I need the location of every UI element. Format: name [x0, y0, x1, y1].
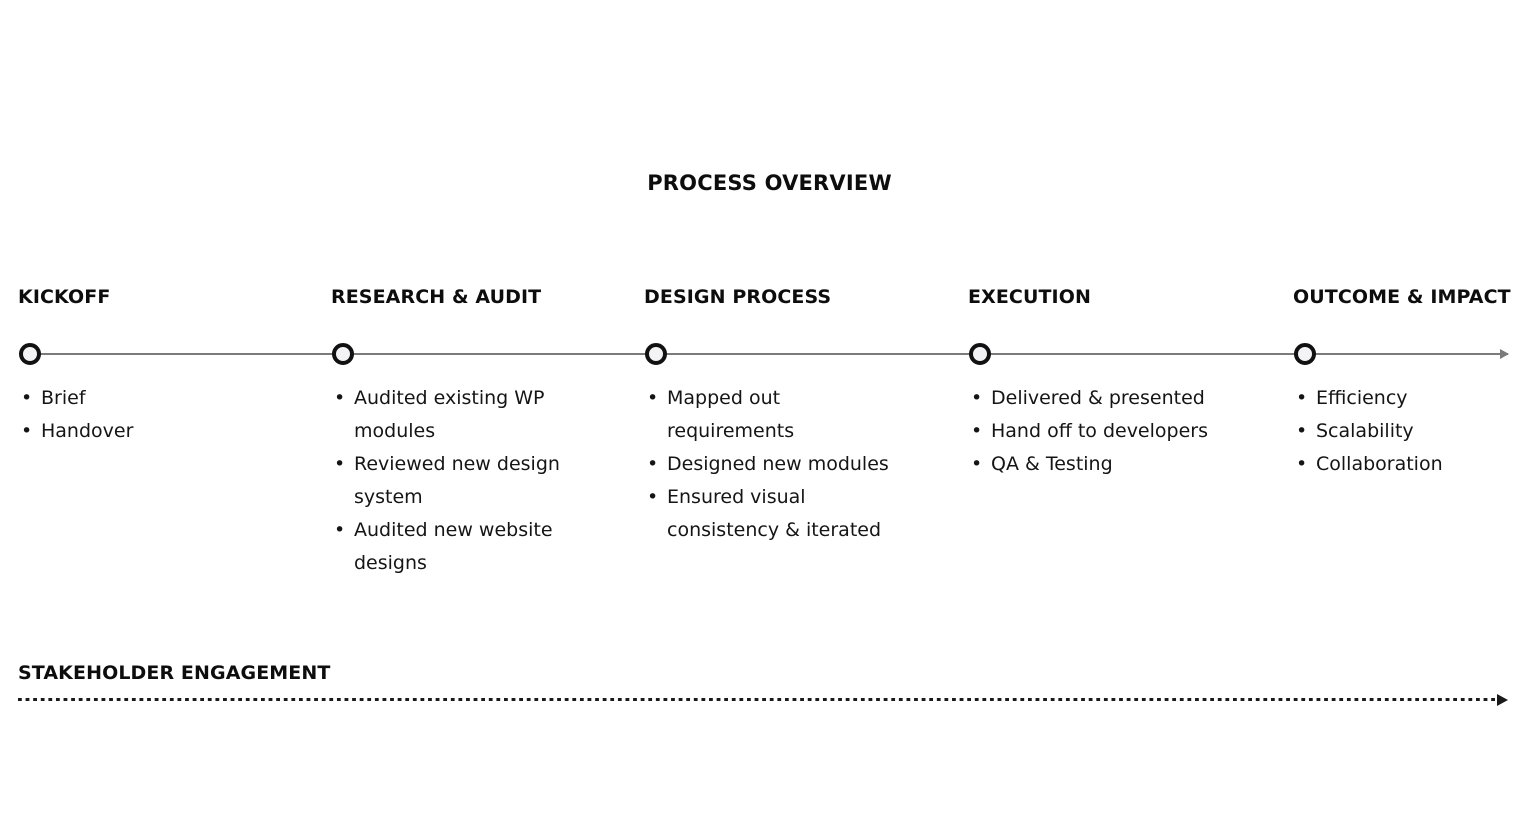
stage-bullet-list: EfficiencyScalabilityCollaboration: [1293, 382, 1513, 481]
timeline-node-marker[interactable]: [1294, 343, 1316, 365]
process-timeline: KICKOFF BriefHandover RESEARCH & AUDIT Audi…: [0, 286, 1539, 586]
stage-bullet-list: Delivered & presentedHand off to develop…: [968, 382, 1248, 481]
stakeholder-engagement-label: STAKEHOLDER ENGAGEMENT: [18, 662, 331, 684]
timeline-node-marker[interactable]: [969, 343, 991, 365]
list-item: Ensured visual consistency & iterated: [644, 481, 904, 547]
stage-bullet-list: Mapped out requirementsDesigned new modu…: [644, 382, 904, 547]
list-item: Hand off to developers: [968, 415, 1248, 448]
list-item: Mapped out requirements: [644, 382, 904, 448]
list-item: Scalability: [1293, 415, 1513, 448]
stakeholder-engagement-track: [18, 694, 1508, 706]
stage-title: RESEARCH & AUDIT: [331, 286, 542, 308]
list-item: Audited new website designs: [331, 514, 581, 580]
timeline-node-marker[interactable]: [645, 343, 667, 365]
list-item: Brief: [18, 382, 318, 415]
stage-title: EXECUTION: [968, 286, 1091, 308]
stage-bullet-list: BriefHandover: [18, 382, 318, 448]
dotted-line: [18, 698, 1497, 701]
arrow-right-icon: [1500, 349, 1509, 359]
timeline-node-marker[interactable]: [332, 343, 354, 365]
stage-bullet-list: Audited existing WP modulesReviewed new …: [331, 382, 581, 580]
list-item: Audited existing WP modules: [331, 382, 581, 448]
arrow-right-icon: [1497, 694, 1508, 706]
page-title: PROCESS OVERVIEW: [647, 171, 892, 195]
timeline-node-marker[interactable]: [19, 343, 41, 365]
list-item: Efficiency: [1293, 382, 1513, 415]
list-item: Collaboration: [1293, 448, 1513, 481]
list-item: Handover: [18, 415, 318, 448]
stage-title: DESIGN PROCESS: [644, 286, 832, 308]
list-item: QA & Testing: [968, 448, 1248, 481]
stage-title: KICKOFF: [18, 286, 111, 308]
stage-title: OUTCOME & IMPACT: [1293, 286, 1511, 308]
list-item: Reviewed new design system: [331, 448, 581, 514]
stakeholder-engagement-section: STAKEHOLDER ENGAGEMENT: [0, 662, 1539, 722]
timeline-axis: [30, 349, 1509, 359]
timeline-axis-line: [30, 353, 1508, 355]
list-item: Delivered & presented: [968, 382, 1248, 415]
list-item: Designed new modules: [644, 448, 904, 481]
